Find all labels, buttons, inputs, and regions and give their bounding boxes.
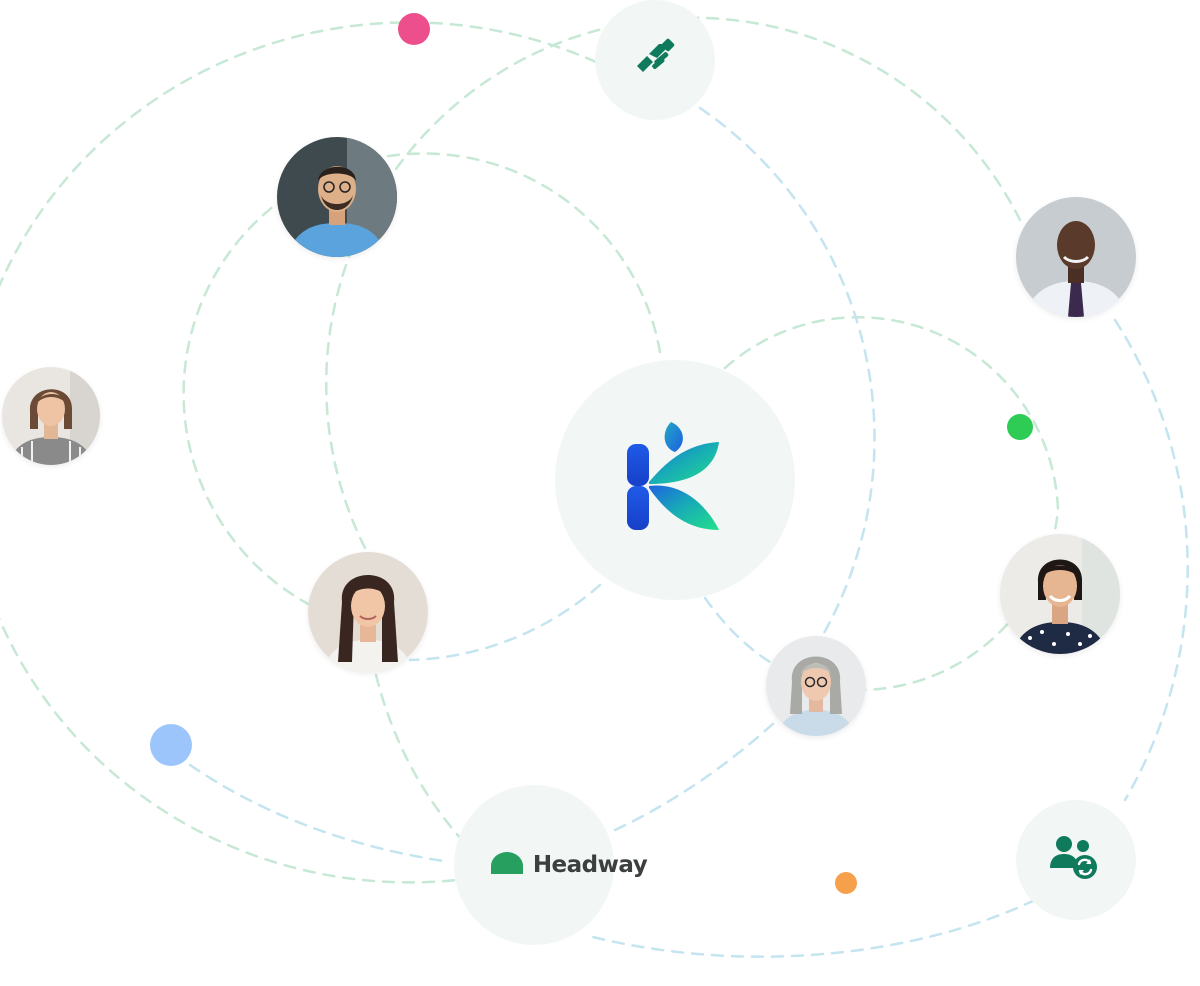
handshake-node: [595, 0, 715, 120]
avatar-woman-polka-dot: [1000, 534, 1120, 654]
orbit-blue-right: [1113, 318, 1189, 802]
green-dot: [1007, 414, 1033, 440]
avatar-woman-dark-hair: [308, 552, 428, 672]
avatar-man-suit-tie: [1016, 197, 1136, 317]
users-sync-icon: [1050, 834, 1102, 887]
pink-dot: [398, 13, 430, 45]
center-logo-node: [555, 360, 795, 600]
avatar-woman-striped-top: [2, 367, 100, 465]
orbit-left-large: [0, 21, 634, 884]
orbit-link-center: [703, 596, 772, 664]
blue-dot: [150, 724, 192, 766]
orbit-top-arc: [324, 16, 1022, 550]
headway-wordmark: Headway: [532, 852, 648, 878]
headway-dome-icon: [490, 851, 523, 879]
avatar-man-blue-shirt: [277, 137, 397, 257]
avatar-woman-gray-hair: [766, 636, 866, 736]
orbit-blue-lower: [583, 898, 1037, 958]
headway-logo: Headway: [490, 851, 648, 879]
orbit-blue-left-lower: [188, 763, 452, 864]
orbit-blue-bottom: [408, 583, 602, 662]
orbit-blue-handshake: [698, 106, 876, 642]
orange-dot: [835, 872, 857, 894]
orbit-green-headway: [374, 673, 464, 842]
orbit-right-small: [723, 316, 1060, 692]
headway-node: Headway: [454, 785, 648, 945]
kinship-k-logo-icon: [627, 421, 723, 539]
handshake-icon: [633, 36, 677, 85]
orbit-blue-headway: [613, 720, 777, 832]
users-sync-node: [1016, 800, 1136, 920]
